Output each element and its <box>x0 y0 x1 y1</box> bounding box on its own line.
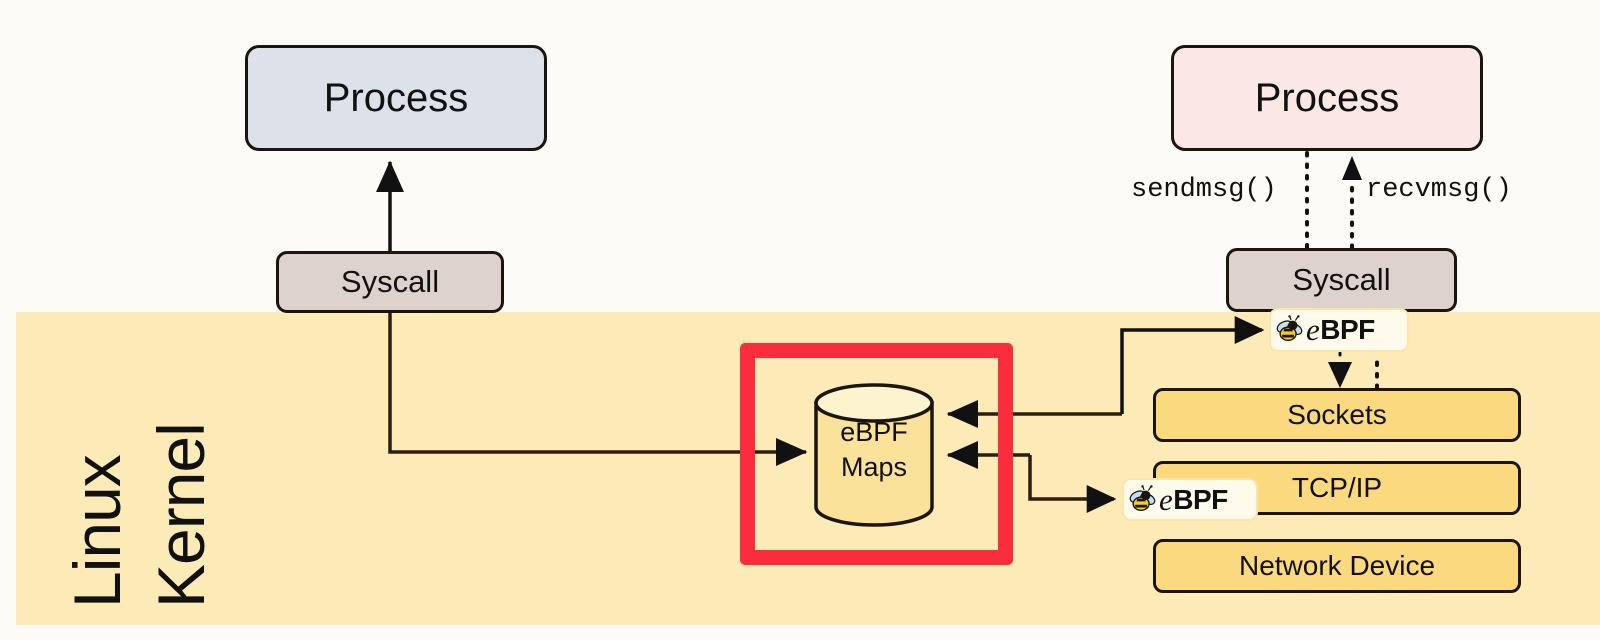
process-box-left[interactable]: Process <box>245 45 547 151</box>
sendmsg-label: sendmsg() <box>1131 175 1277 205</box>
sockets-box[interactable]: Sockets <box>1153 388 1521 442</box>
ebpf-wordmark-bpf: BPF <box>1173 483 1228 515</box>
ebpf-wordmark-bpf: BPF <box>1320 314 1375 345</box>
ebpf-badge-tcpip[interactable]: e BPF <box>1122 478 1258 521</box>
edge-ebpf-to-sockets <box>1328 351 1352 388</box>
edge-bus-to-maps-lower <box>946 441 1117 513</box>
edge-syscall-left-to-maps <box>388 313 808 466</box>
syscall-box-left[interactable]: Syscall <box>276 251 504 313</box>
bee-icon <box>1276 315 1303 342</box>
network-device-box[interactable]: Network Device <box>1153 539 1521 593</box>
bee-icon <box>1129 484 1156 511</box>
syscall-box-right[interactable]: Syscall <box>1226 248 1457 312</box>
ebpf-badge-syscall[interactable]: e BPF <box>1269 308 1409 352</box>
recvmsg-label: recvmsg() <box>1366 175 1512 205</box>
ebpf-wordmark-e: e <box>1159 481 1173 517</box>
ebpf-wordmark-e: e <box>1306 312 1320 347</box>
cylinder-shape <box>814 383 934 527</box>
process-box-right[interactable]: Process <box>1171 45 1483 151</box>
edge-recvmsg-dotted <box>1342 156 1362 250</box>
edge-maps-bus-to-ebpf-syscall <box>1120 316 1265 414</box>
ebpf-maps-highlight-box <box>740 343 1013 565</box>
